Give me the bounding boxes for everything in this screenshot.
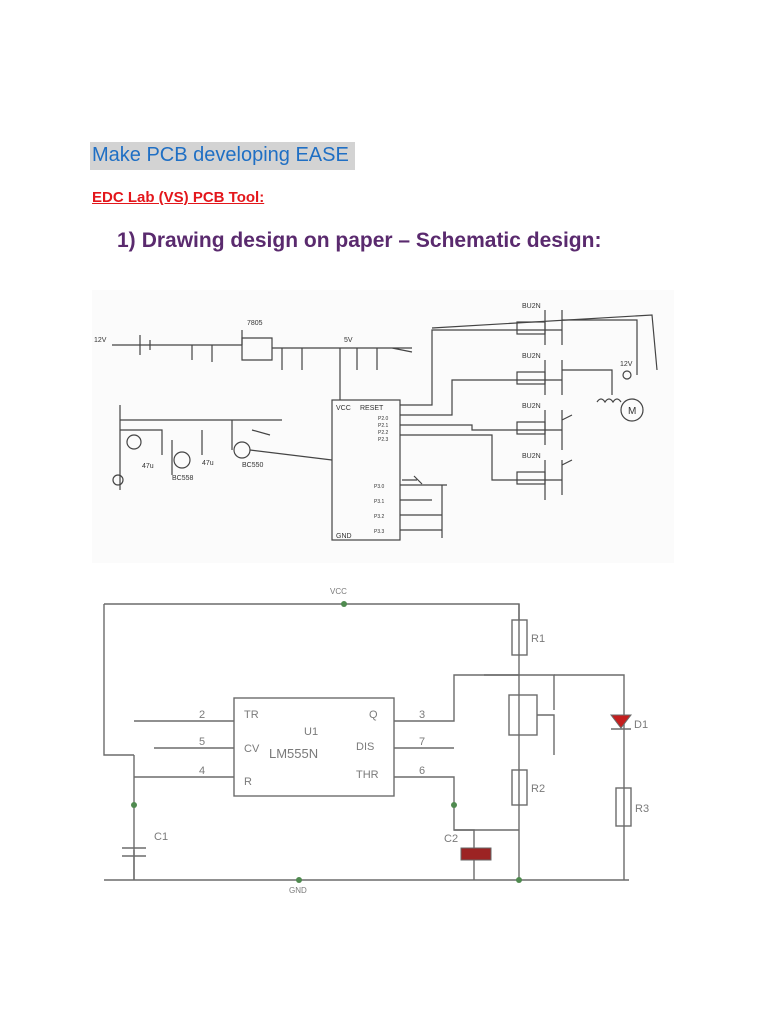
heading-text: Drawing design on paper – Schematic desi… bbox=[141, 229, 602, 252]
ic-ref: U1 bbox=[304, 726, 318, 738]
label-pin-p31: P3.1 bbox=[374, 499, 385, 505]
ic-pin-dis: DIS bbox=[356, 741, 374, 753]
label-reset: RESET bbox=[360, 405, 384, 412]
label-c2: C2 bbox=[444, 833, 458, 845]
ic-pin-tr: TR bbox=[244, 709, 259, 721]
label-5v: 5V bbox=[344, 337, 353, 344]
label-47u-a: 47u bbox=[142, 463, 154, 470]
ic-pin-cv: CV bbox=[244, 743, 260, 755]
label-vcc: VCC bbox=[336, 405, 351, 412]
label-7805: 7805 bbox=[247, 320, 263, 327]
label-r2: R2 bbox=[531, 783, 545, 795]
label-relay2: BU2N bbox=[522, 353, 541, 360]
ic-pin-r: R bbox=[244, 776, 252, 788]
document-title: Make PCB developing EASE bbox=[90, 142, 355, 170]
document-subtitle: EDC Lab (VS) PCB Tool: bbox=[92, 189, 265, 206]
label-pin-p22: P2.2 bbox=[378, 430, 389, 436]
pin-5: 5 bbox=[199, 736, 205, 748]
pin-3: 3 bbox=[419, 709, 425, 721]
label-gnd: GND bbox=[289, 886, 307, 895]
label-pin-p33: P3.3 bbox=[374, 529, 385, 535]
pin-2: 2 bbox=[199, 709, 205, 721]
label-pin-p20: P2.0 bbox=[378, 416, 389, 422]
label-pin-p32: P3.2 bbox=[374, 514, 385, 520]
label-gnd: GND bbox=[336, 533, 352, 540]
label-relay4: BU2N bbox=[522, 453, 541, 460]
label-led: D1 bbox=[634, 719, 648, 731]
pin-6: 6 bbox=[419, 765, 425, 777]
label-bc550: BC550 bbox=[242, 462, 264, 469]
label-12v: 12V bbox=[94, 337, 107, 344]
label-pin-p21: P2.1 bbox=[378, 423, 389, 429]
ic-pin-thr: THR bbox=[356, 769, 379, 781]
pin-4: 4 bbox=[199, 765, 205, 777]
cad-schematic: TR CV R Q DIS THR U1 LM555N 2 5 4 3 7 6 … bbox=[94, 580, 664, 898]
label-r3: R3 bbox=[635, 803, 649, 815]
label-47u-b: 47u bbox=[202, 460, 214, 467]
label-c1: C1 bbox=[154, 831, 168, 843]
label-bc558: BC558 bbox=[172, 475, 194, 482]
label-relay1: BU2N bbox=[522, 303, 541, 310]
label-motor: M bbox=[628, 406, 636, 417]
hand-drawn-schematic: 12V 7805 5V VCC RESET GND BC558 BC550 47… bbox=[92, 290, 674, 563]
label-pin-p23: P2.3 bbox=[378, 437, 389, 443]
heading-number: 1) bbox=[117, 229, 136, 252]
section-heading: 1)Drawing design on paper – Schematic de… bbox=[117, 229, 601, 253]
label-relay3: BU2N bbox=[522, 403, 541, 410]
label-vcc: VCC bbox=[330, 587, 347, 596]
label-r1: R1 bbox=[531, 633, 545, 645]
pin-7: 7 bbox=[419, 736, 425, 748]
ic-pin-q: Q bbox=[369, 709, 378, 721]
label-12v-b: 12V bbox=[620, 361, 633, 368]
ic-name: LM555N bbox=[269, 746, 318, 761]
label-pin-p30: P3.0 bbox=[374, 484, 385, 490]
